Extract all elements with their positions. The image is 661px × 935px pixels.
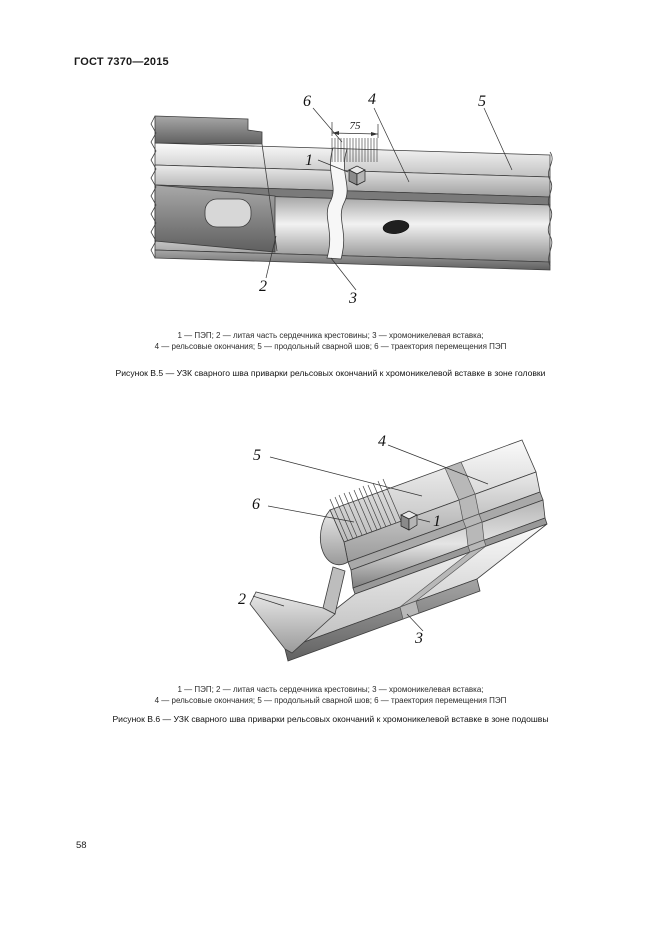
page-number: 58 [76, 840, 87, 851]
bolt-hole [382, 220, 410, 234]
end-face-head [319, 509, 349, 566]
rail-bottom-edge [154, 249, 551, 271]
break-edge-left [150, 115, 157, 259]
cast-notch [204, 198, 252, 228]
callout-leaders [265, 107, 513, 291]
figure-b6-drawing: 4 5 6 1 2 3 [238, 433, 548, 662]
callout-label-4: 4 [378, 433, 386, 450]
callout-label-3: 3 [348, 290, 357, 307]
figure-b6-legend: 1 — ПЭП; 2 — литая часть сердечника крес… [0, 685, 661, 707]
callout-label-1: 1 [433, 513, 441, 530]
callout-label-6: 6 [252, 496, 260, 513]
callout-label-6: 6 [303, 93, 311, 110]
legend-line: 1 — ПЭП; 2 — литая часть сердечника крес… [177, 685, 484, 694]
figure-b5-legend: 1 — ПЭП; 2 — литая часть сердечника крес… [0, 331, 661, 353]
weld-seam-band [326, 147, 348, 260]
callout-label-4: 4 [368, 91, 376, 108]
transducer-cube [400, 510, 418, 531]
standard-number: ГОСТ 7370—2015 [74, 56, 169, 68]
dimension-75-label: 75 [350, 120, 362, 132]
weld-seam-band [399, 461, 487, 620]
cast-frog-part [154, 115, 278, 253]
callout-label-5: 5 [253, 447, 261, 464]
figure-b6-caption: Рисунок В.6 — УЗК сварного шва приварки … [112, 714, 549, 724]
callout-label-1: 1 [305, 152, 313, 169]
end-face-foot [249, 591, 336, 654]
rail-end-profile [249, 509, 349, 654]
callout-label-2: 2 [259, 278, 267, 295]
callout-leaders [252, 444, 489, 632]
transducer-cube [348, 165, 366, 186]
callout-label-5: 5 [478, 93, 486, 110]
cast-top-cap [154, 115, 263, 145]
probe-trajectory-hatch [329, 478, 402, 542]
dimension-75 [331, 122, 379, 138]
break-edge-right [547, 151, 553, 267]
callout-label-3: 3 [414, 630, 423, 647]
probe-trajectory-hatch [331, 138, 378, 162]
cast-boundary [261, 143, 278, 252]
legend-line: 4 — рельсовые окончания; 5 — продольный … [154, 341, 507, 351]
figure-b5-caption: Рисунок В.5 — УЗК сварного шва приварки … [115, 368, 546, 378]
legend-line: 4 — рельсовые окончания; 5 — продольный … [154, 695, 507, 705]
figure-b5-drawing: 75 6 4 5 1 2 3 [150, 91, 553, 307]
legend-line: 1 — ПЭП; 2 — литая часть сердечника крес… [177, 331, 484, 340]
callout-label-2: 2 [238, 591, 246, 608]
